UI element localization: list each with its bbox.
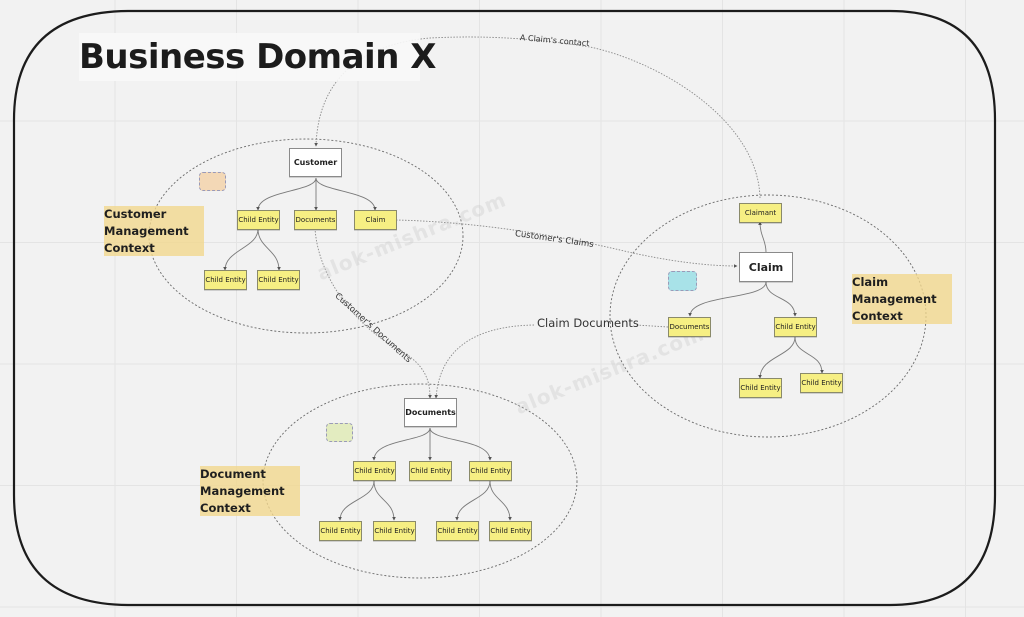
label-line: Context: [852, 309, 903, 323]
edge: [489, 480, 512, 521]
edge: [338, 480, 375, 521]
document-grandchild-entity-node[interactable]: Child Entity: [373, 521, 416, 541]
edge: [372, 427, 431, 461]
edge: [315, 177, 377, 211]
label-line: Management: [852, 292, 937, 306]
claimant-node[interactable]: Claimant: [739, 203, 782, 223]
claim-grandchild-entity-node[interactable]: Child Entity: [739, 378, 782, 398]
edge: [688, 281, 767, 317]
claim-root-node[interactable]: Claim: [739, 252, 793, 282]
customer-grandchild-entity-node[interactable]: Child Entity: [204, 270, 247, 290]
title-background: [79, 33, 420, 81]
edge: [758, 221, 767, 253]
label-line: Document: [200, 467, 266, 481]
document-child-entity-node[interactable]: Child Entity: [409, 461, 452, 481]
document-grandchild-entity-node[interactable]: Child Entity: [319, 521, 362, 541]
customer-root-node[interactable]: Customer: [289, 148, 342, 177]
label-line: Context: [200, 501, 251, 515]
edge: [223, 228, 259, 271]
label-line: Management: [104, 224, 189, 238]
label-claim-documents[interactable]: Claim Documents: [537, 316, 639, 330]
claim-color-swatch[interactable]: [668, 271, 697, 291]
customer-child-entity-node[interactable]: Child Entity: [237, 210, 280, 230]
connector-claim-documents[interactable]: [436, 324, 669, 398]
document-grandchild-entity-node[interactable]: Child Entity: [489, 521, 532, 541]
edge: [373, 480, 396, 521]
document-child-entity-node[interactable]: Child Entity: [469, 461, 512, 481]
domain-frame: [12, 9, 997, 607]
edge: [455, 480, 491, 521]
document-color-swatch[interactable]: [326, 423, 353, 442]
label-line: Claim: [852, 275, 889, 289]
documents-root-node[interactable]: Documents: [404, 398, 457, 427]
connector-customers-claims[interactable]: [395, 219, 738, 268]
claim-child-entity-node[interactable]: Child Entity: [774, 317, 817, 337]
label-line: Customer: [104, 207, 167, 221]
customer-context-label[interactable]: Customer Management Context: [104, 206, 204, 256]
document-child-entity-node[interactable]: Child Entity: [353, 461, 396, 481]
page-title[interactable]: Business Domain X: [79, 37, 436, 77]
claim-documents-node[interactable]: Documents: [668, 317, 711, 337]
claim-grandchild-entity-node[interactable]: Child Entity: [800, 373, 843, 393]
label-line: Management: [200, 484, 285, 498]
claim-context-label[interactable]: Claim Management Context: [852, 274, 952, 324]
connector-customers-documents[interactable]: [314, 227, 432, 399]
customer-documents-node[interactable]: Documents: [294, 210, 337, 230]
customer-claim-node[interactable]: Claim: [354, 210, 397, 230]
edge: [758, 336, 796, 379]
document-grandchild-entity-node[interactable]: Child Entity: [436, 521, 479, 541]
edge: [257, 228, 281, 271]
customer-color-swatch[interactable]: [199, 172, 226, 191]
edge: [429, 427, 492, 461]
customer-grandchild-entity-node[interactable]: Child Entity: [257, 270, 300, 290]
edge: [794, 336, 824, 374]
edge: [256, 177, 317, 211]
document-context-label[interactable]: Document Management Context: [200, 466, 300, 516]
edge: [765, 281, 797, 317]
label-line: Context: [104, 241, 155, 255]
